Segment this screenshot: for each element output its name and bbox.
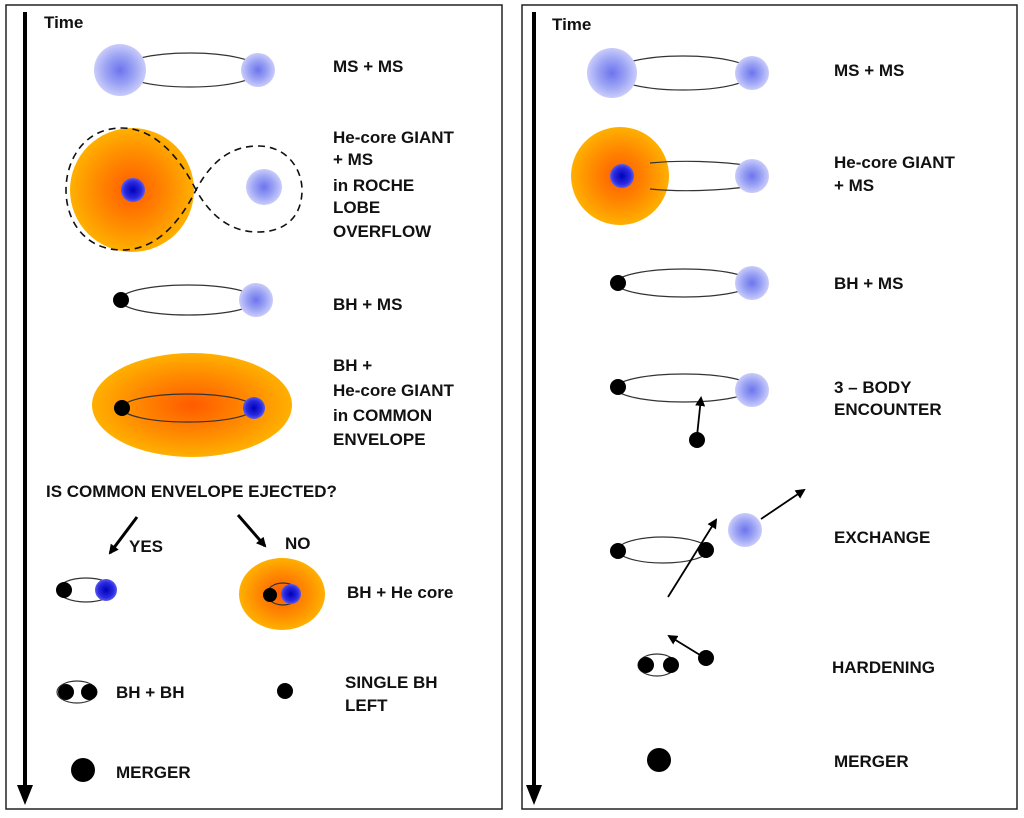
right-giant-ms-system — [571, 127, 769, 225]
right-label-giant-ms-line-1: He-core GIANT — [834, 153, 956, 172]
left-label-roche-line-1: He-core GIANT — [333, 128, 455, 147]
right-label-merger: MERGER — [834, 752, 909, 771]
right-hardening-system — [637, 634, 714, 677]
left-label-ce-line-4: ENVELOPE — [333, 430, 426, 449]
left-common-envelope-system — [92, 353, 292, 457]
right-label-three-body-line-1: 3 – BODY — [834, 378, 912, 397]
left-label-common-envelope: BH + He-core GIANT in COMMON ENVELOPE — [333, 356, 455, 449]
right-bh-ms-system — [610, 266, 769, 300]
left-label-single-bh: SINGLE BH LEFT — [345, 673, 438, 715]
right-time-axis — [526, 12, 542, 805]
left-label-ms-ms: MS + MS — [333, 57, 403, 76]
left-single-bh — [277, 683, 293, 699]
left-label-roche: He-core GIANT + MS in ROCHE LOBE OVERFLO… — [333, 128, 455, 241]
label-yes: YES — [129, 537, 163, 556]
right-label-bh-ms: BH + MS — [834, 274, 903, 293]
right-label-exchange: EXCHANGE — [834, 528, 930, 547]
right-exchange-system — [610, 488, 806, 598]
no-arrow — [236, 514, 267, 548]
left-label-bh-bh: BH + BH — [116, 683, 184, 702]
right-merger-bh — [647, 748, 671, 772]
left-merger-bh — [71, 758, 95, 782]
left-label-bh-he-core: BH + He core — [347, 583, 453, 602]
left-label-roche-line-2: + MS — [333, 150, 373, 169]
left-label-bh-ms: BH + MS — [333, 295, 402, 314]
left-label-roche-line-4: LOBE — [333, 198, 380, 217]
left-bh-hecore-binary — [56, 577, 117, 603]
right-panel-frame — [521, 4, 1018, 810]
right-label-three-body-line-2: ENCOUNTER — [834, 400, 942, 419]
right-label-giant-ms-line-2: + MS — [834, 176, 874, 195]
left-label-ce-line-1: BH + — [333, 356, 372, 375]
right-three-body-system — [610, 373, 769, 448]
left-time-label: Time — [44, 13, 83, 32]
left-label-single-bh-line-2: LEFT — [345, 696, 388, 715]
left-question: IS COMMON ENVELOPE EJECTED? — [46, 482, 337, 501]
left-label-ce-line-2: He-core GIANT — [333, 381, 455, 400]
right-time-label: Time — [552, 15, 591, 34]
left-label-ce-line-3: in COMMON — [333, 406, 432, 425]
left-time-axis — [17, 12, 33, 805]
left-bh-hecore-merged — [239, 558, 325, 630]
label-no: NO — [285, 534, 311, 553]
right-ms-ms-system — [587, 48, 769, 98]
left-label-single-bh-line-1: SINGLE BH — [345, 673, 438, 692]
left-bh-ms-system — [113, 283, 273, 317]
left-ms-ms-system — [94, 44, 275, 96]
right-label-three-body: 3 – BODY ENCOUNTER — [834, 378, 942, 419]
left-panel-frame — [5, 4, 503, 810]
right-label-ms-ms: MS + MS — [834, 61, 904, 80]
left-bh-bh-binary — [56, 680, 98, 704]
yes-arrow — [108, 516, 139, 555]
right-label-hardening: HARDENING — [832, 658, 935, 677]
left-label-merger: MERGER — [116, 763, 191, 782]
right-label-giant-ms: He-core GIANT + MS — [834, 153, 956, 195]
left-label-roche-line-3: in ROCHE — [333, 176, 414, 195]
left-label-roche-line-5: OVERFLOW — [333, 222, 432, 241]
left-roche-lobe-system — [65, 127, 303, 252]
